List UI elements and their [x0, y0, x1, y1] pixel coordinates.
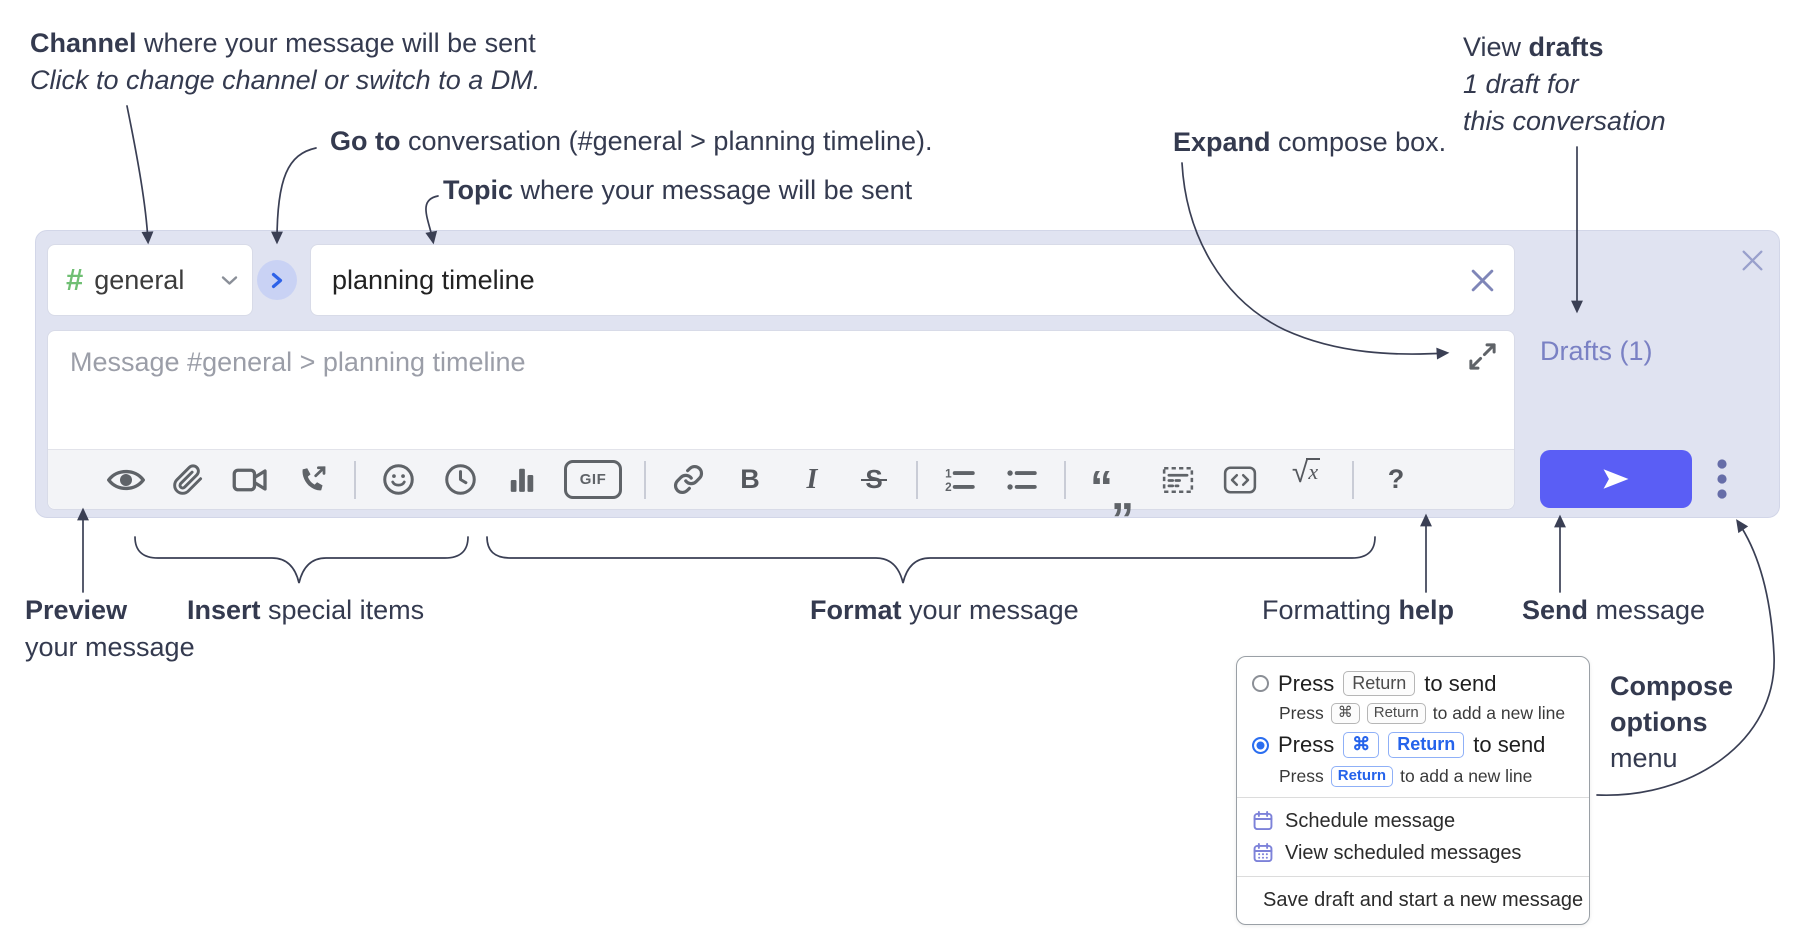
chevron-down-icon — [221, 275, 238, 286]
kebab-menu-icon — [1717, 459, 1727, 499]
close-icon — [1742, 250, 1762, 270]
video-call-button[interactable] — [230, 458, 270, 502]
svg-text:1: 1 — [945, 467, 952, 480]
annotation-topic: Topic where your message will be sent — [443, 175, 913, 205]
option-enter-to-send-hint: Press ⌘ Return to add a new line — [1279, 703, 1566, 724]
expand-compose-button[interactable] — [1467, 341, 1498, 372]
preview-button[interactable] — [106, 458, 146, 502]
svg-text:2: 2 — [945, 481, 952, 494]
channel-name: general — [94, 264, 185, 295]
emoji-button[interactable] — [378, 458, 418, 502]
drafts-link[interactable]: Drafts (1) — [1540, 336, 1653, 366]
annotation-compose-options: Compose options menu — [1610, 671, 1734, 773]
formatting-help-button[interactable]: ? — [1387, 464, 1405, 494]
message-input[interactable]: Message #general > planning timeline — [70, 347, 526, 377]
toolbar-divider — [1352, 460, 1354, 499]
annotation-channel: Channel where your message will be sent … — [30, 28, 541, 95]
option-cmd-enter-to-send-hint: Press Return to add a new line — [1279, 766, 1533, 787]
sqrt-icon: √ — [1291, 455, 1309, 489]
kbd-return: Return — [1330, 766, 1394, 787]
kbd-return: Return — [1343, 670, 1416, 697]
annotation-view-drafts: View drafts 1 draft for this conversatio… — [1463, 32, 1666, 136]
eye-icon — [107, 469, 145, 490]
kbd-return: Return — [1366, 703, 1426, 724]
kbd-return: Return — [1388, 732, 1465, 758]
topic-clear-button[interactable] — [1469, 267, 1496, 294]
numbered-list-button[interactable]: 1 2 — [940, 458, 980, 502]
compose-options-menu: Press Return to send Press ⌘ Return to a… — [1236, 656, 1590, 925]
paperclip-icon — [173, 463, 203, 495]
attach-file-button[interactable] — [168, 458, 208, 502]
spoiler-button[interactable] — [1158, 458, 1198, 502]
toolbar-divider — [354, 460, 356, 499]
bulleted-list-button[interactable] — [1002, 458, 1042, 502]
close-compose-button[interactable] — [1736, 244, 1768, 276]
math-button[interactable]: √ x — [1291, 455, 1321, 489]
phone-call-icon — [302, 465, 326, 490]
link-icon — [673, 465, 703, 494]
quote-icon: “ — [1090, 460, 1113, 513]
schedule-time-button[interactable] — [440, 458, 480, 502]
menu-item-schedule-message[interactable]: Schedule message — [1237, 805, 1589, 837]
menu-divider — [1237, 797, 1589, 798]
quote-button[interactable]: “ „ — [1090, 460, 1134, 519]
annotation-send: Send message — [1522, 595, 1706, 625]
link-button[interactable] — [668, 458, 708, 502]
annotation-expand: Expand compose box. — [1173, 127, 1447, 157]
expand-icon — [1469, 343, 1496, 370]
bar-chart-icon — [510, 468, 534, 492]
topic-input[interactable]: planning timeline — [310, 244, 1515, 316]
calendar-grid-icon — [1253, 843, 1273, 863]
send-button[interactable] — [1540, 450, 1692, 508]
toolbar-divider — [1064, 460, 1066, 499]
spoiler-icon — [1162, 466, 1194, 493]
annotation-formatting-help: Formatting help — [1262, 595, 1455, 625]
clock-icon — [444, 464, 476, 495]
poll-button[interactable] — [502, 458, 542, 502]
compose-options-button[interactable] — [1712, 455, 1732, 505]
code-icon — [1223, 466, 1257, 493]
annotation-format: Format your message — [810, 595, 1079, 625]
annotation-preview: Preview your message — [25, 595, 195, 662]
menu-item-view-scheduled[interactable]: View scheduled messages — [1237, 837, 1589, 869]
radio-selected[interactable] — [1252, 736, 1269, 754]
message-box[interactable]: Message #general > planning timeline — [47, 330, 1515, 519]
chevron-right-icon — [271, 272, 283, 288]
bullet-list-icon — [1007, 469, 1037, 490]
smiley-icon — [382, 464, 414, 495]
ordered-list-icon: 1 2 — [945, 467, 975, 494]
goto-conversation-button[interactable] — [257, 260, 297, 300]
calendar-icon — [1253, 811, 1273, 831]
code-button[interactable] — [1220, 458, 1260, 502]
gif-button[interactable]: GIF — [564, 460, 622, 499]
hash-icon: # — [66, 262, 84, 297]
compose-toolbar: GIF B I S 1 2 — [48, 449, 1514, 519]
menu-item-save-draft[interactable]: Save draft and start a new message — [1237, 884, 1589, 916]
kbd-cmd: ⌘ — [1343, 732, 1380, 758]
send-icon — [1603, 469, 1629, 489]
video-camera-icon — [232, 468, 267, 491]
kbd-cmd: ⌘ — [1330, 703, 1360, 724]
radio-unselected[interactable] — [1252, 675, 1269, 692]
voice-call-button[interactable] — [292, 458, 332, 502]
annotation-insert: Insert special items — [187, 595, 425, 625]
annotation-goto: Go to conversation (#general > planning … — [330, 126, 933, 156]
option-enter-to-send[interactable]: Press Return to send — [1237, 667, 1589, 700]
menu-divider — [1237, 876, 1589, 877]
bold-button[interactable]: B — [740, 464, 760, 494]
toolbar-divider — [916, 460, 918, 499]
option-cmd-enter-to-send[interactable]: Press ⌘ Return to send — [1237, 727, 1589, 763]
toolbar-divider — [644, 460, 646, 499]
italic-button[interactable]: I — [806, 463, 818, 495]
channel-selector[interactable]: # general — [47, 244, 253, 316]
close-icon — [1471, 269, 1494, 291]
topic-value: planning timeline — [332, 264, 535, 295]
strikethrough-button[interactable]: S — [861, 464, 888, 494]
